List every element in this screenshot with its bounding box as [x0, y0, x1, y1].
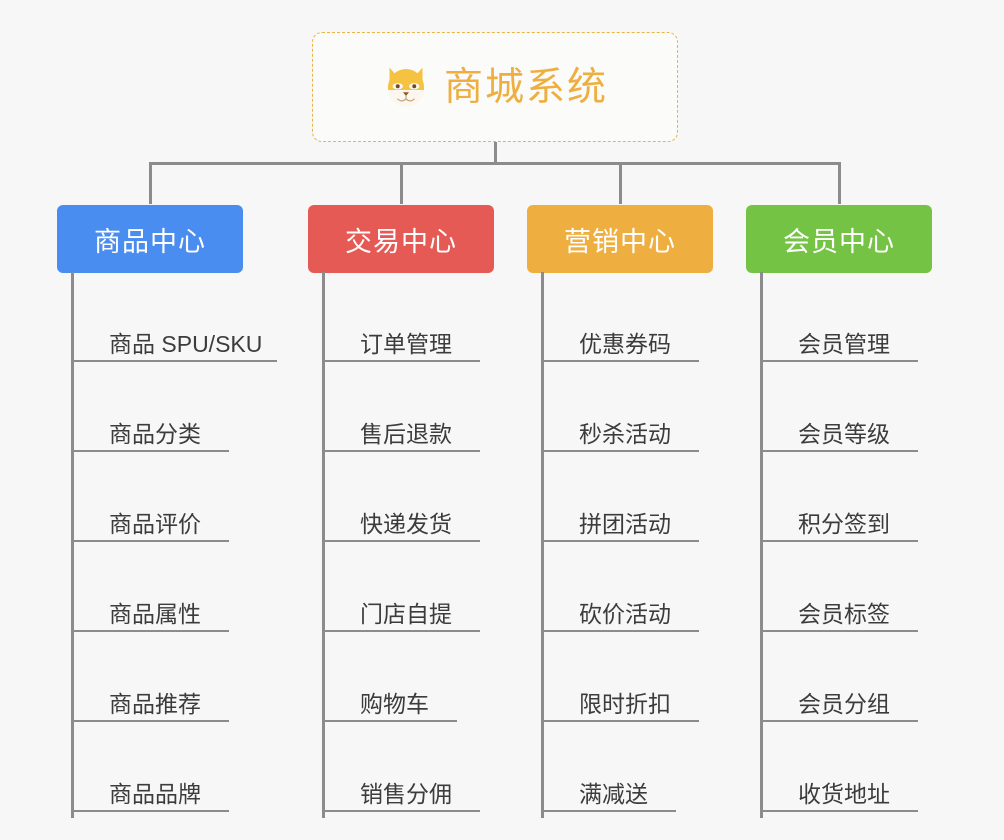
- root-node[interactable]: 商城系统: [312, 32, 678, 142]
- leaf-item[interactable]: 会员等级: [760, 362, 918, 452]
- leaf-item[interactable]: 商品品牌: [71, 722, 229, 812]
- category-label: 交易中心: [345, 226, 457, 257]
- leaf-item[interactable]: 商品 SPU/SKU: [71, 272, 277, 362]
- category-header-1[interactable]: 交易中心: [308, 205, 494, 273]
- leaf-item[interactable]: 积分签到: [760, 452, 918, 542]
- leaf-item[interactable]: 满减送: [541, 722, 676, 812]
- category-header-0[interactable]: 商品中心: [57, 205, 243, 273]
- leaf-item[interactable]: 秒杀活动: [541, 362, 699, 452]
- category-label: 营销中心: [564, 226, 676, 257]
- leaf-spine: [322, 272, 325, 818]
- leaf-item[interactable]: 商品评价: [71, 452, 229, 542]
- drop-connector-3: [619, 162, 622, 204]
- category-label: 商品中心: [94, 226, 206, 257]
- leaf-item[interactable]: 购物车: [322, 632, 457, 722]
- drop-connector-2: [400, 162, 403, 204]
- leaf-item[interactable]: 售后退款: [322, 362, 480, 452]
- category-header-2[interactable]: 营销中心: [527, 205, 713, 273]
- drop-connector-1: [149, 162, 152, 204]
- leaf-spine: [760, 272, 763, 818]
- leaf-item[interactable]: 限时折扣: [541, 632, 699, 722]
- leaf-item[interactable]: 商品分类: [71, 362, 229, 452]
- leaf-item[interactable]: 拼团活动: [541, 452, 699, 542]
- leaf-item[interactable]: 会员管理: [760, 272, 918, 362]
- shiba-dog-face-icon: [387, 67, 424, 107]
- leaf-item[interactable]: 优惠券码: [541, 272, 699, 362]
- leaf-item[interactable]: 砍价活动: [541, 542, 699, 632]
- root-title: 商城系统: [443, 65, 608, 109]
- leaf-item[interactable]: 会员标签: [760, 542, 918, 632]
- leaf-item[interactable]: 收货地址: [760, 722, 918, 812]
- category-label: 会员中心: [783, 226, 895, 257]
- leaf-item[interactable]: 会员分组: [760, 632, 918, 722]
- leaf-item[interactable]: 订单管理: [322, 272, 480, 362]
- root-stem-connector: [494, 142, 497, 164]
- leaf-item[interactable]: 销售分佣: [322, 722, 480, 812]
- leaf-spine: [541, 272, 544, 818]
- drop-connector-4: [838, 162, 841, 204]
- category-header-3[interactable]: 会员中心: [746, 205, 932, 273]
- leaf-item[interactable]: 快递发货: [322, 452, 480, 542]
- leaf-spine: [71, 272, 74, 818]
- leaf-item[interactable]: 商品属性: [71, 542, 229, 632]
- bus-connector: [149, 162, 841, 165]
- leaf-item[interactable]: 商品推荐: [71, 632, 229, 722]
- leaf-item[interactable]: 门店自提: [322, 542, 480, 632]
